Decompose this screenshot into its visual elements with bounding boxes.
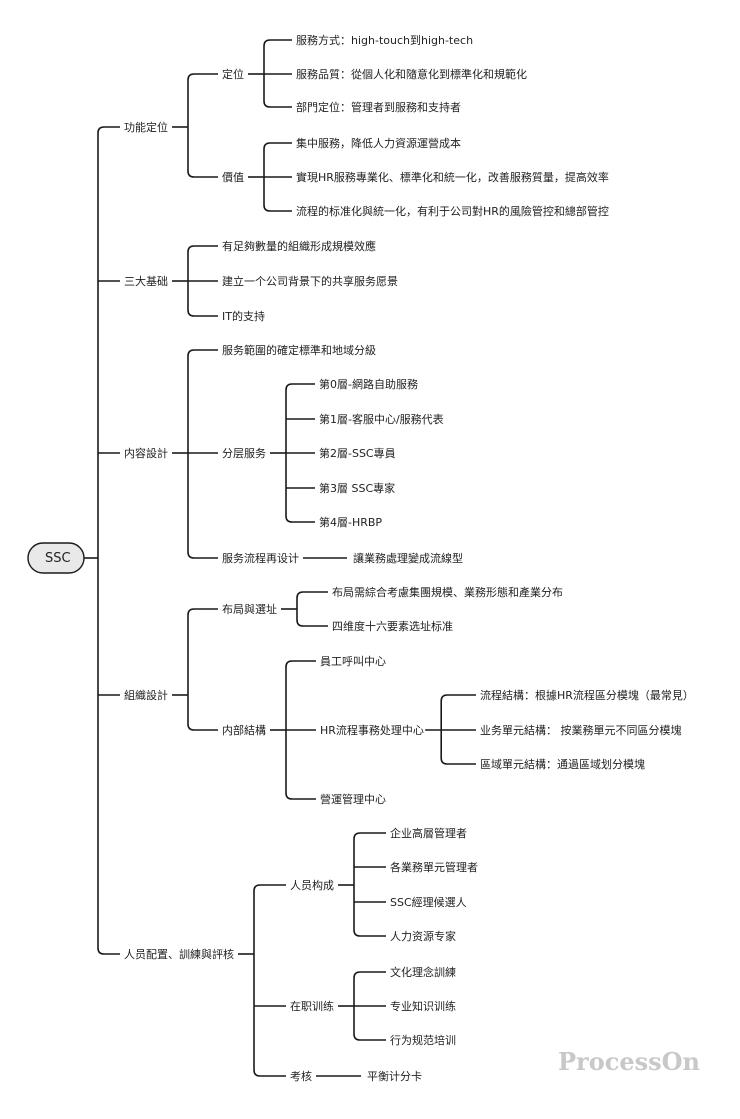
connector-curve (296, 591, 328, 599)
node-b4-1[interactable]: 在职训练 (290, 999, 334, 1013)
node-b2-1[interactable]: 分层服务 (222, 447, 266, 460)
node-b4-2-0[interactable]: 平衡计分卡 (367, 1070, 422, 1083)
node-b3-1-1-0[interactable]: 流程結構：根據HR流程區分模塊（最常見） (480, 688, 694, 702)
connector-curve (285, 660, 316, 668)
node-b3-1-0[interactable]: 員工呼叫中心 (320, 655, 386, 668)
connector-curve (97, 947, 120, 955)
node-b0-1-2[interactable]: 流程的标准化與統一化，有利于公司對HR的風險管控和總部管控 (296, 204, 609, 218)
connector-curve (263, 100, 292, 108)
node-b2-1-1[interactable]: 第1層-客服中心/服務代表 (319, 412, 444, 426)
node-b0-0[interactable]: 定位 (222, 67, 244, 81)
node-b3-0-0[interactable]: 布局需綜合考慮集團規模、業務形態和產業分布 (332, 585, 563, 599)
connector-curve (187, 551, 218, 559)
node-b4[interactable]: 人员配置、訓練與評核 (124, 947, 234, 961)
connector-curve (353, 971, 386, 979)
connector-curve (285, 792, 316, 800)
connector-curve (187, 723, 218, 731)
connector-curve (97, 126, 120, 134)
node-b3-0[interactable]: 布局與選址 (222, 602, 277, 616)
connector-curve (253, 1069, 286, 1077)
node-b2-0[interactable]: 服务範圍的確定標準和地域分級 (222, 343, 376, 357)
connector-curve (187, 349, 218, 357)
node-b2-2[interactable]: 服务流程再设计 (222, 551, 299, 565)
root-node[interactable] (27, 542, 85, 574)
connector-curve (263, 142, 292, 150)
connector-curve (353, 1033, 386, 1041)
node-b4-1-0[interactable]: 文化理念訓練 (390, 965, 456, 979)
node-b2-1-0[interactable]: 第0層-網路自助服務 (319, 377, 418, 391)
node-b1-1[interactable]: 建立一个公司背景下的共享服务愿景 (222, 274, 398, 288)
node-b3-0-1[interactable]: 四维度十六要素选址标准 (332, 619, 453, 633)
node-b2-1-3[interactable]: 第3層 SSC專家 (319, 481, 395, 495)
root-node-label[interactable]: SSC (45, 551, 71, 566)
node-b4-0-2[interactable]: SSC經理候選人 (390, 895, 467, 909)
node-b2-1-4[interactable]: 第4層-HRBP (319, 515, 382, 529)
node-b2-2-0[interactable]: 讓業務處理變成流線型 (353, 551, 463, 565)
node-b0-1[interactable]: 價值 (222, 170, 244, 184)
node-b0-1-0[interactable]: 集中服務，降低人力資源運營成本 (296, 136, 461, 150)
node-b2[interactable]: 内容設計 (124, 446, 168, 460)
node-b0-1-1[interactable]: 實現HR服務專業化、標準化和統一化，改善服務質量，提高效率 (296, 170, 609, 184)
node-b3-1[interactable]: 内部結構 (222, 723, 266, 737)
node-b4-1-1[interactable]: 专业知识训练 (390, 999, 456, 1013)
connector-curve (263, 39, 292, 47)
node-b3[interactable]: 組織設計 (124, 688, 168, 702)
connector-lines (84, 39, 476, 1077)
connector-curve (353, 929, 386, 937)
connector-curve (187, 170, 218, 178)
node-b3-1-1-1[interactable]: 业务單元結構： 按業務單元不同區分模塊 (480, 723, 682, 737)
node-b4-0-1[interactable]: 各業務單元管理者 (390, 860, 478, 874)
node-b0[interactable]: 功能定位 (124, 120, 168, 134)
node-b0-0-0[interactable]: 服務方式：high-touch到high-tech (296, 33, 473, 47)
connector-curve (253, 884, 286, 892)
connector-curve (285, 515, 315, 523)
node-b3-1-2[interactable]: 營運管理中心 (320, 792, 386, 806)
connector-curve (353, 832, 386, 840)
node-b4-0-0[interactable]: 企业高層管理者 (390, 826, 467, 840)
connector-curve (440, 757, 476, 765)
mindmap-nodes: SSC 功能定位 定位 服務方式：high-touch到high-tech 服務品質：從… (27, 33, 694, 1083)
connector-curve (187, 245, 218, 253)
node-b1[interactable]: 三大基础 (124, 274, 168, 288)
node-b0-0-2[interactable]: 部門定位：管理者到服務和支持者 (296, 100, 461, 114)
connector-curve (187, 309, 218, 317)
node-b3-1-1[interactable]: HR流程事務处理中心 (320, 723, 424, 737)
node-b0-0-1[interactable]: 服務品質：從個人化和隨意化到標準化和規範化 (296, 67, 527, 81)
processon-watermark: ProcessOn (558, 1047, 700, 1076)
connector-curve (440, 694, 476, 702)
connector-curve (285, 383, 315, 391)
connector-curve (296, 619, 328, 627)
connector-curve (263, 204, 292, 212)
connector-curve (187, 608, 218, 616)
node-b3-1-1-2[interactable]: 區域單元結構：通過區域划分模塊 (480, 757, 645, 771)
node-b4-0-3[interactable]: 人力资源专家 (390, 929, 456, 943)
connector-curve (187, 73, 218, 81)
node-b4-2[interactable]: 考核 (290, 1069, 312, 1083)
node-b1-0[interactable]: 有足夠數量的組織形成規模效應 (222, 239, 376, 253)
node-b4-1-2[interactable]: 行为规范培训 (390, 1033, 456, 1047)
node-b1-2[interactable]: IT的支持 (222, 309, 265, 323)
node-b2-1-2[interactable]: 第2層-SSC專員 (319, 446, 396, 460)
node-b4-0[interactable]: 人员构成 (290, 878, 334, 892)
